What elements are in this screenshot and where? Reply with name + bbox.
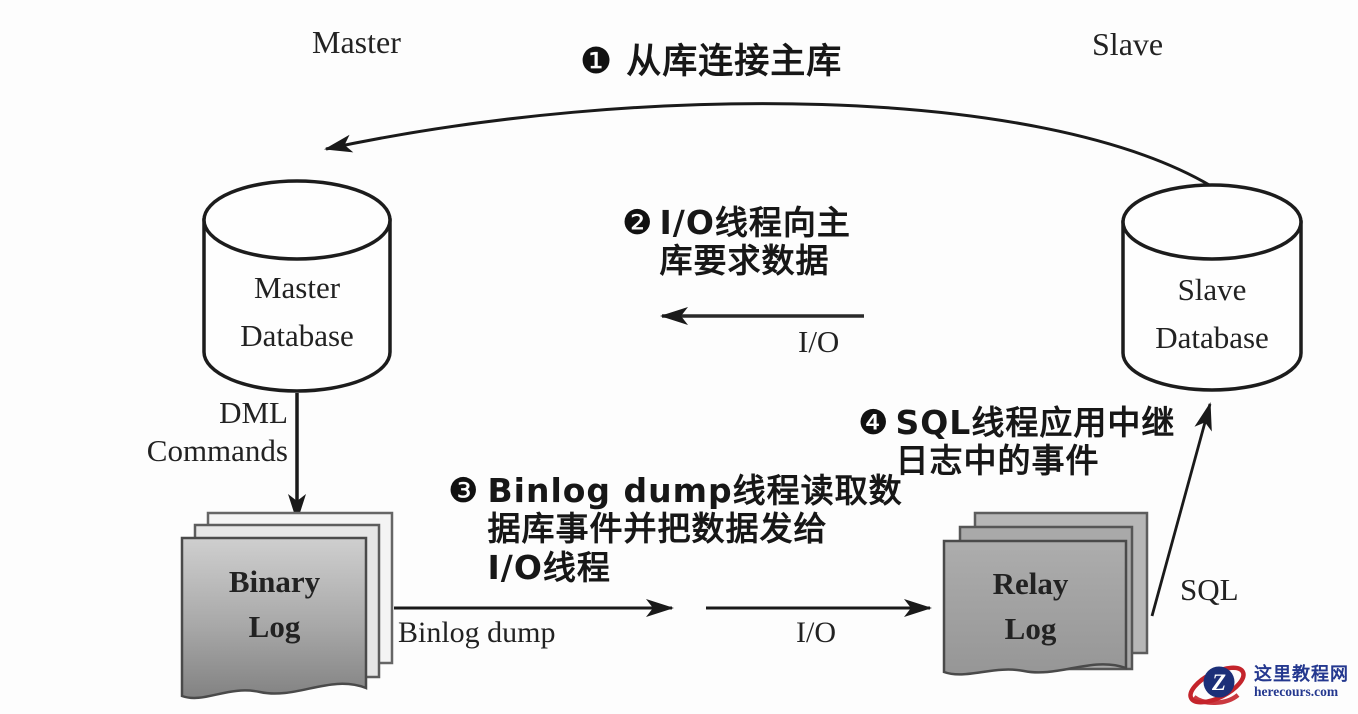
binary-log-label: Binary Log (228, 564, 321, 644)
master-database-label: Master Database (240, 270, 354, 354)
slave-to-master-arc-arrow (324, 102, 1212, 188)
master-role-label: Master (312, 24, 401, 60)
relay-log-stack (942, 511, 1149, 676)
watermark-site-name: 这里教程网 (1254, 664, 1349, 686)
step4-number-icon: ❹ (858, 403, 889, 443)
slave-database-label: Slave Database (1155, 272, 1269, 356)
watermark-site-url: herecours.com (1254, 684, 1339, 700)
binary-log-stack (180, 511, 394, 700)
step3-annotation: ❸ Binlog dump线程读取数 据库事件并把数据发给 I/O线程 (448, 471, 903, 587)
slave-role-label: Slave (1092, 26, 1164, 62)
relay-log-label: Relay Log (992, 566, 1069, 646)
step3-number-icon: ❸ (448, 471, 479, 511)
sql-apply-arrow (1150, 402, 1212, 617)
step2-text: I/O线程向主 库要求数据 (659, 203, 851, 281)
step2-annotation: ❷ I/O线程向主 库要求数据 (622, 203, 851, 281)
step4-annotation: ❹ SQL线程应用中继 日志中的事件 (858, 403, 1176, 481)
watermark: Z 这里教程网 herecours.com (1186, 652, 1358, 714)
step2-number-icon: ❷ (622, 203, 653, 243)
slave-database-cylinder (1121, 183, 1303, 392)
dml-commands-label: DML Commands (146, 395, 288, 468)
master-database-cylinder (202, 179, 392, 393)
watermark-logo-letter: Z (1211, 670, 1226, 695)
watermark-logo-icon: Z (1188, 665, 1246, 705)
binlog-dump-edge-label: Binlog dump (398, 616, 556, 649)
step4-text: SQL线程应用中继 日志中的事件 (895, 403, 1176, 481)
step3-text: Binlog dump线程读取数 据库事件并把数据发给 I/O线程 (487, 471, 903, 587)
sql-edge-label: SQL (1180, 572, 1239, 607)
step1-annotation: ❶ 从库连接主库 (580, 41, 843, 83)
io-transfer-edge-label: I/O (796, 616, 836, 649)
step1-number-icon: ❶ (580, 41, 613, 82)
io-request-edge-label: I/O (798, 324, 840, 359)
step1-text: 从库连接主库 (626, 42, 843, 82)
